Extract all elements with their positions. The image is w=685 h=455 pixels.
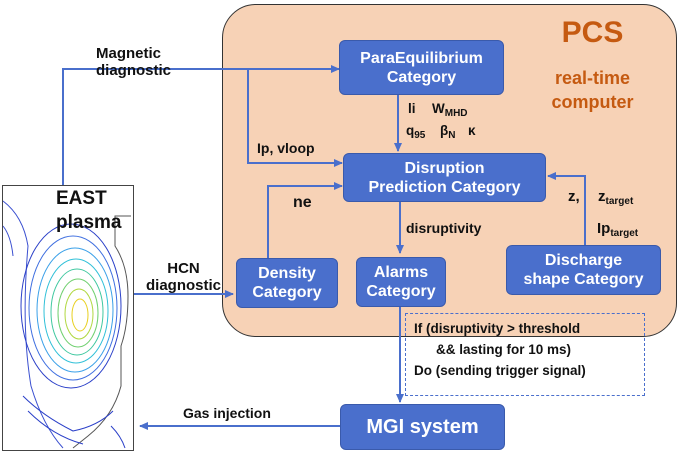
disruption-prediction-category-box: Disruption Prediction Category — [343, 153, 546, 202]
contour-divertor-2 — [27, 410, 84, 445]
magnetic-line2: diagnostic — [96, 62, 172, 79]
param-beta-n: βN — [440, 123, 455, 141]
arrow-magnetic-to-paraequilibrium — [62, 65, 340, 185]
param-q95: q95 — [406, 123, 425, 141]
hcn-line2: diagnostic — [146, 277, 222, 294]
param-z: z, — [568, 188, 580, 205]
paraequilibrium-category-box: ParaEquilibrium Category — [339, 40, 504, 95]
trigger-condition-box: If (disruptivity > threshold && lasting … — [405, 313, 645, 396]
density-line2: Category — [252, 284, 322, 301]
paraequilibrium-line1: ParaEquilibrium — [360, 49, 483, 67]
disruptivity-label: disruptivity — [406, 220, 482, 236]
plasma-label: EAST plasma — [56, 187, 121, 235]
discharge-shape-category-box: Discharge shape Category — [506, 245, 661, 295]
magnetic-diagnostic-label: Magnetic diagnostic — [96, 45, 171, 79]
paraequilibrium-line2: Category — [386, 68, 457, 86]
param-z-target: ztarget — [598, 188, 633, 207]
param-beta: β — [440, 123, 449, 138]
arrow-density-to-disruption — [267, 182, 343, 258]
condition-line1: If (disruptivity > threshold — [414, 321, 581, 336]
plasma-contours — [2, 200, 131, 449]
param-kappa: κ — [468, 123, 476, 138]
param-ip-target-sub: target — [610, 228, 639, 239]
condition-line2: && lasting for 10 ms) — [436, 342, 572, 357]
contour-2 — [28, 235, 118, 381]
gas-injection-label: Gas injection — [183, 405, 271, 421]
param-w: W — [432, 101, 445, 116]
contour-8 — [71, 298, 89, 332]
density-category-box: Density Category — [236, 258, 338, 308]
alarms-line1: Alarms — [373, 264, 429, 281]
discharge-line1: Discharge — [544, 252, 623, 269]
density-line1: Density — [258, 265, 316, 282]
pcs-title: PCS — [561, 16, 624, 49]
alarms-category-box: Alarms Category — [356, 257, 446, 307]
contour-corner — [2, 225, 14, 257]
condition-line3: Do (sending trigger signal) — [414, 363, 586, 378]
param-beta-sub: N — [448, 130, 456, 141]
param-li: li — [408, 101, 416, 116]
param-z-target-main: z — [598, 188, 606, 205]
contour-5 — [50, 268, 104, 356]
contour-outer — [2, 200, 64, 449]
contour-3 — [36, 247, 114, 373]
mgi-system-box: MGI system — [340, 404, 505, 450]
plasma-label-line2: plasma — [56, 212, 122, 233]
mgi-label: MGI system — [366, 415, 479, 438]
contour-divertor-3 — [110, 425, 126, 449]
disruption-line1: Disruption — [404, 159, 485, 177]
contour-1 — [20, 223, 122, 389]
contour-4 — [43, 258, 109, 364]
plasma-label-line1: EAST — [56, 188, 107, 209]
contour-7 — [64, 288, 94, 340]
param-q: q — [406, 123, 415, 138]
contour-6 — [57, 278, 99, 348]
arrow-ipvloop-to-disruption — [247, 69, 343, 167]
param-q-sub: 95 — [414, 130, 426, 141]
param-w-sub: MHD — [444, 108, 468, 119]
arrow-discharge-to-disruption — [547, 172, 586, 245]
pcs-subtitle: real-time computer — [540, 66, 645, 114]
ne-label: ne — [293, 194, 312, 211]
pcs-subtitle-line2: computer — [551, 92, 634, 112]
param-ip-target-main: Ip — [597, 220, 611, 237]
param-z-target-sub: target — [605, 196, 634, 207]
disruption-line2: Prediction Category — [368, 178, 521, 196]
discharge-line2: shape Category — [523, 271, 644, 288]
plasma-cross-section — [2, 185, 134, 451]
param-w-mhd: WMHD — [432, 101, 468, 119]
param-ip-target: Iptarget — [597, 220, 638, 239]
hcn-line1: HCN — [167, 260, 200, 277]
hcn-diagnostic-label: HCN diagnostic — [146, 260, 221, 294]
pcs-subtitle-line1: real-time — [554, 68, 631, 88]
alarms-line2: Category — [366, 283, 436, 300]
ip-vloop-label: Ip, vloop — [257, 140, 315, 156]
contour-divertor-1 — [22, 395, 114, 432]
magnetic-line1: Magnetic — [96, 45, 162, 62]
